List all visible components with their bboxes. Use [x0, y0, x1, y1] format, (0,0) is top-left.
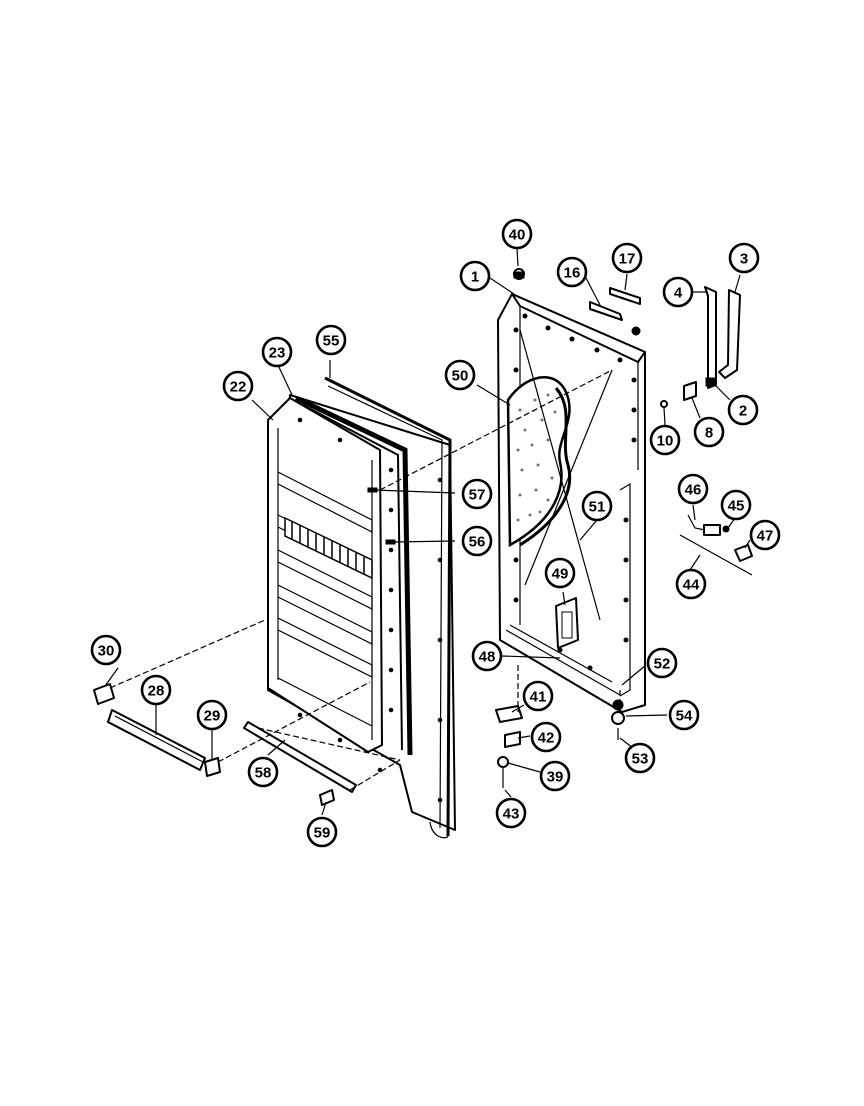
- svg-text:23: 23: [269, 345, 286, 362]
- svg-text:48: 48: [479, 649, 496, 666]
- callout-52: 52: [646, 647, 678, 679]
- svg-text:40: 40: [509, 227, 526, 244]
- callout-50: 50: [444, 359, 476, 391]
- svg-text:56: 56: [469, 534, 486, 551]
- callout-53: 53: [624, 742, 656, 774]
- callout-16: 16: [556, 256, 588, 288]
- svg-text:22: 22: [230, 379, 247, 396]
- callout-49: 49: [544, 557, 576, 589]
- svg-text:54: 54: [676, 708, 693, 725]
- callout-3: 3: [728, 242, 760, 274]
- svg-text:49: 49: [552, 566, 569, 583]
- callout-23: 23: [261, 336, 293, 368]
- svg-text:44: 44: [683, 577, 700, 594]
- callout-8: 8: [693, 416, 725, 448]
- svg-text:53: 53: [632, 751, 649, 768]
- door-liner: [267, 376, 456, 839]
- callout-44: 44: [675, 568, 707, 600]
- svg-text:29: 29: [204, 708, 221, 725]
- svg-text:59: 59: [314, 825, 331, 842]
- callout-1: 1: [459, 260, 491, 292]
- leader-lines: [104, 248, 751, 816]
- callout-58: 58: [247, 756, 279, 788]
- callout-59: 59: [306, 816, 338, 848]
- svg-text:47: 47: [757, 528, 774, 545]
- callout-47: 47: [749, 519, 781, 551]
- svg-text:57: 57: [469, 487, 486, 504]
- svg-text:17: 17: [619, 251, 636, 268]
- svg-text:41: 41: [530, 689, 547, 706]
- svg-text:55: 55: [323, 333, 340, 350]
- callout-55: 55: [315, 324, 347, 356]
- callout-29: 29: [196, 699, 228, 731]
- callout-40: 40: [501, 218, 533, 250]
- handle-parts: [513, 268, 741, 408]
- callout-4: 4: [662, 276, 694, 308]
- callout-41: 41: [522, 680, 554, 712]
- callout-42: 42: [530, 721, 562, 753]
- svg-text:43: 43: [503, 806, 520, 823]
- svg-text:16: 16: [564, 265, 581, 282]
- callout-22: 22: [222, 370, 254, 402]
- callout-30: 30: [90, 634, 122, 666]
- callout-17: 17: [611, 242, 643, 274]
- svg-text:58: 58: [255, 765, 272, 782]
- svg-text:4: 4: [674, 285, 683, 302]
- callout-51: 51: [581, 490, 613, 522]
- svg-text:46: 46: [685, 482, 702, 499]
- callout-46: 46: [677, 473, 709, 505]
- callout-10: 10: [649, 424, 681, 456]
- svg-text:50: 50: [452, 368, 469, 385]
- svg-text:42: 42: [538, 730, 555, 747]
- svg-text:8: 8: [705, 425, 713, 442]
- svg-text:28: 28: [148, 683, 165, 700]
- svg-text:3: 3: [740, 251, 748, 268]
- svg-text:10: 10: [657, 433, 674, 450]
- callout-45: 45: [720, 489, 752, 521]
- callout-2: 2: [727, 394, 759, 426]
- svg-text:45: 45: [728, 498, 745, 515]
- svg-text:30: 30: [98, 643, 115, 660]
- callout-57: 57: [461, 478, 493, 510]
- svg-text:52: 52: [654, 656, 671, 673]
- callout-28: 28: [140, 674, 172, 706]
- callout-56: 56: [461, 525, 493, 557]
- svg-text:1: 1: [471, 269, 479, 286]
- callout-48: 48: [471, 640, 503, 672]
- svg-text:51: 51: [589, 499, 606, 516]
- callout-54: 54: [668, 699, 700, 731]
- svg-text:2: 2: [739, 403, 747, 420]
- callout-43: 43: [495, 797, 527, 829]
- svg-text:39: 39: [547, 769, 564, 786]
- left-small-parts: [93, 683, 357, 806]
- callout-39: 39: [539, 760, 571, 792]
- lock-parts: [679, 514, 753, 576]
- outer-door-panel: [497, 293, 646, 713]
